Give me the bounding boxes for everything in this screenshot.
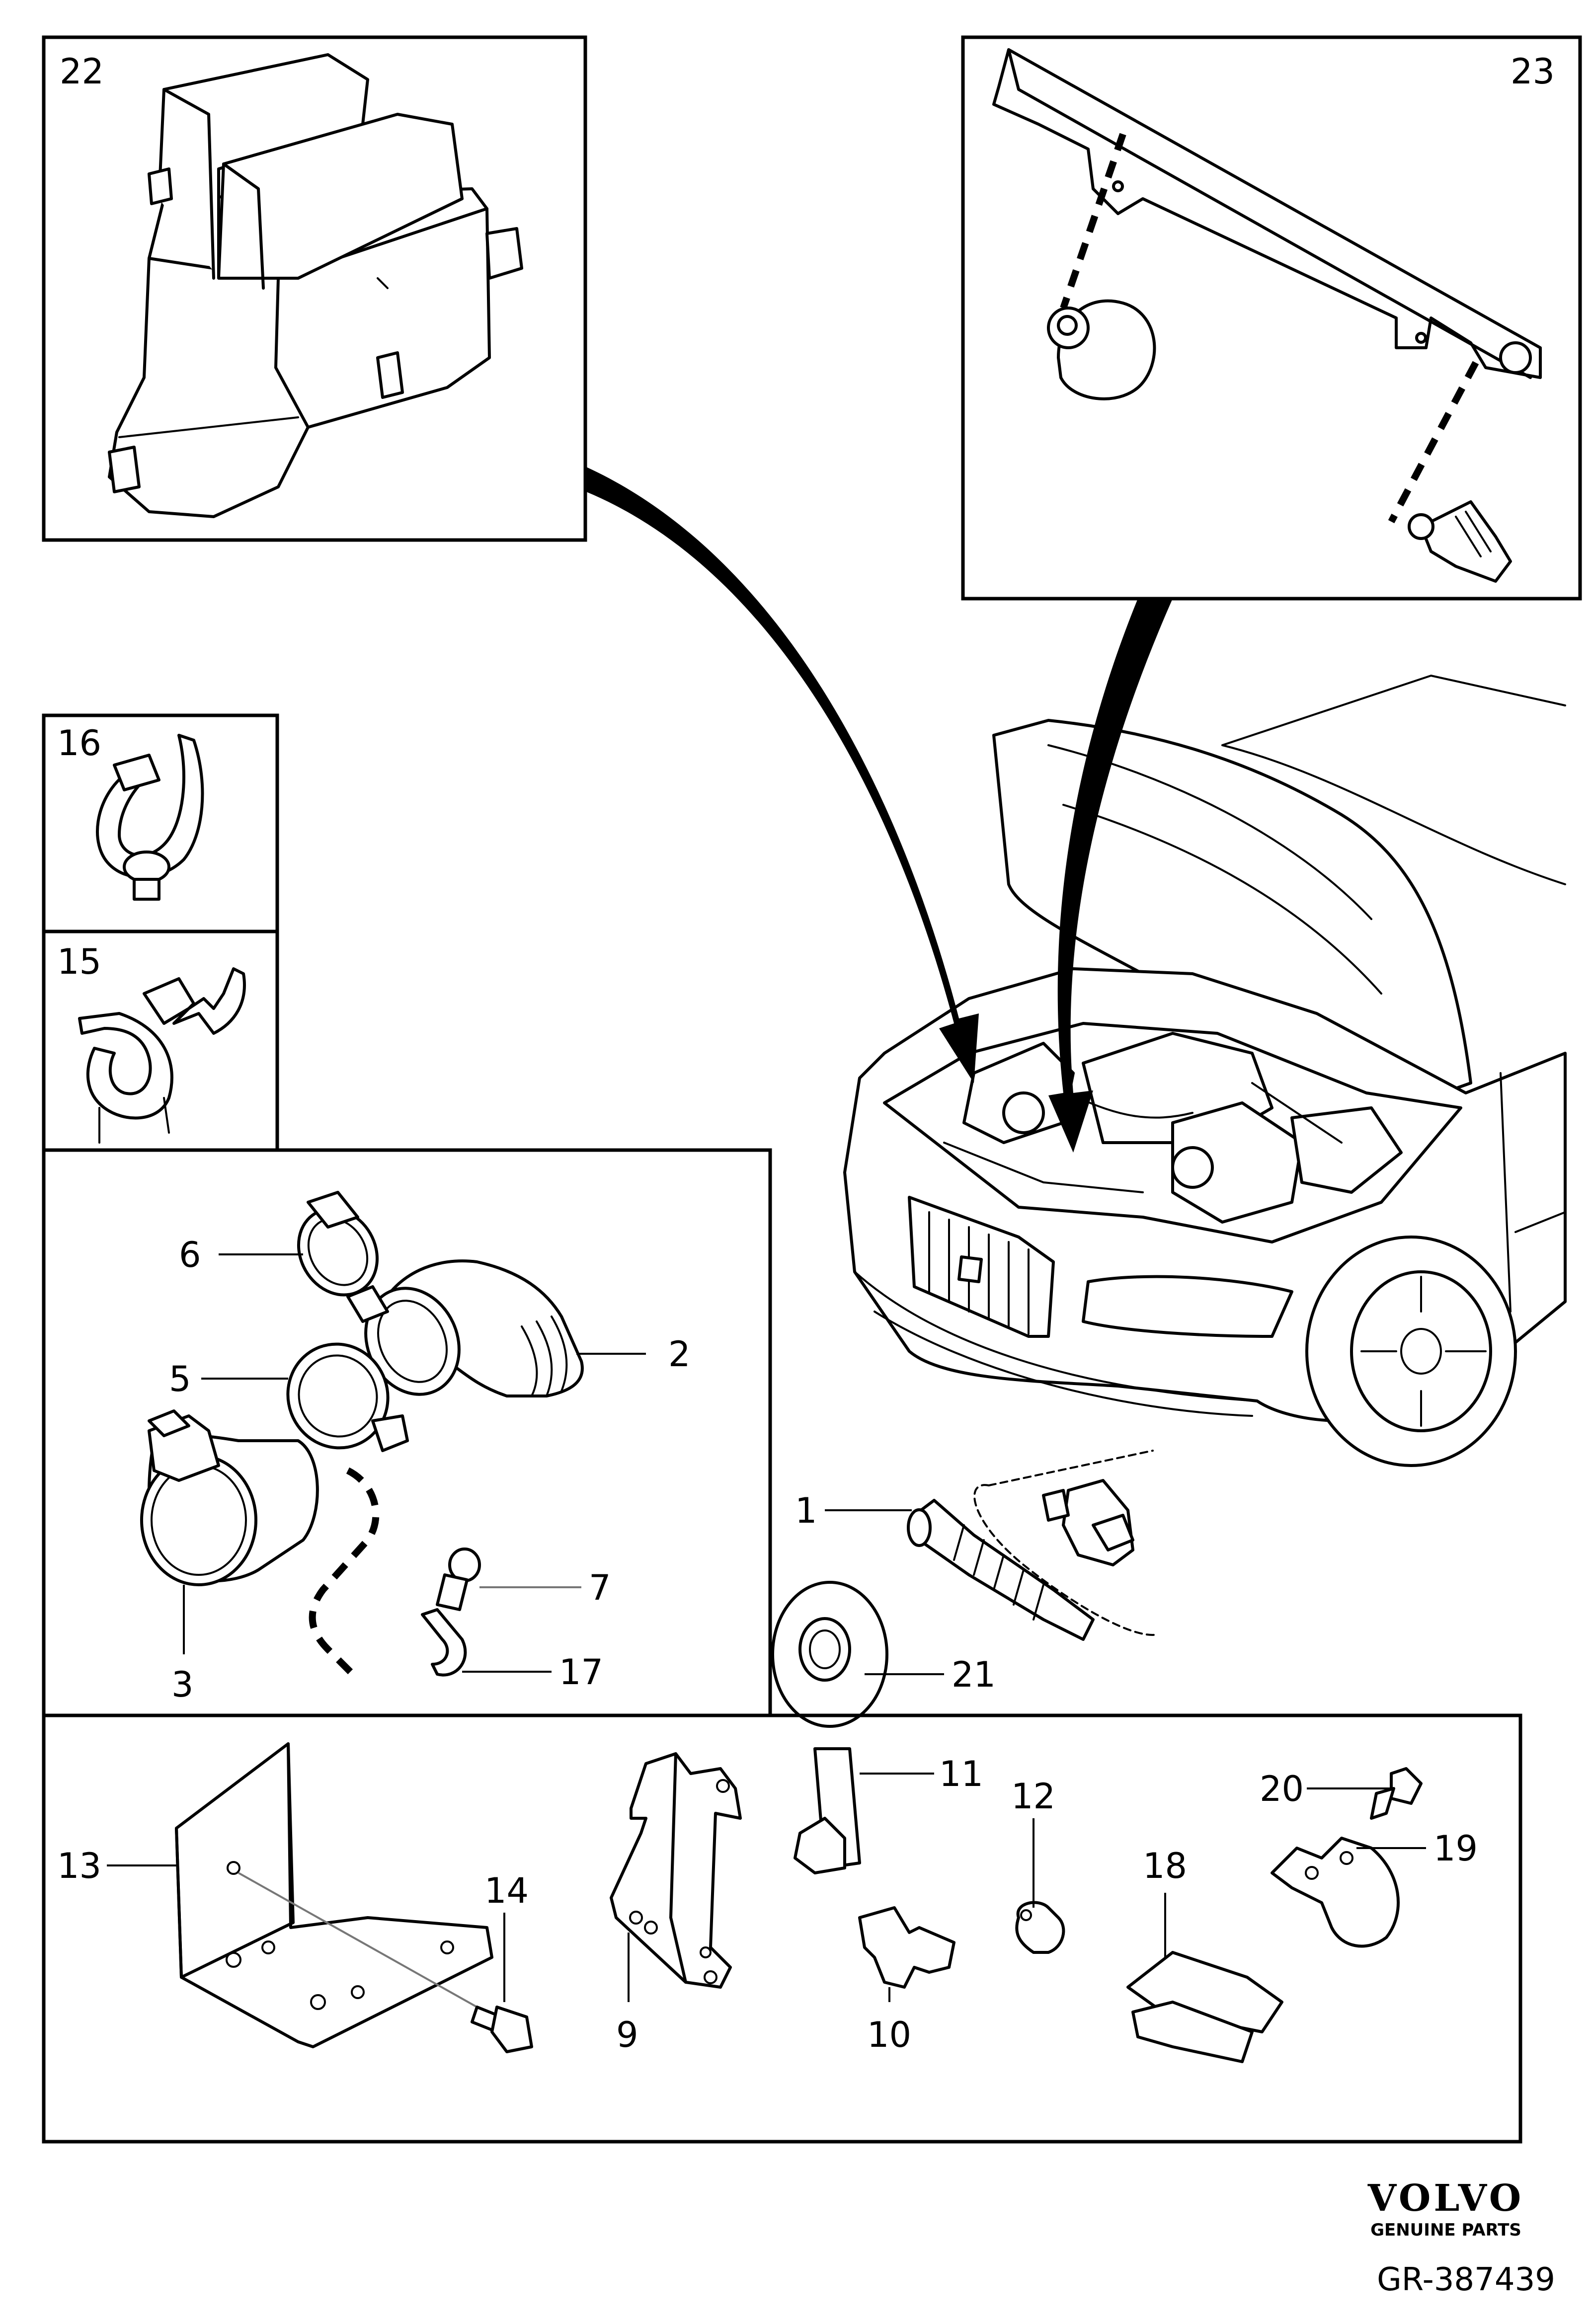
vehicle-illustration [843, 675, 1567, 1467]
callout-22: 22 [60, 51, 104, 92]
callout-11: 11 [939, 1754, 983, 1794]
callout-1: 1 [795, 1490, 817, 1531]
reference-code: GR-387439 [1377, 2261, 1555, 2298]
panel-22-air-cleaner: 22 [42, 35, 587, 542]
pipe-clip-15-part [78, 967, 246, 1144]
footer: VOLVO GENUINE PARTS GR-387439 [1367, 2177, 1555, 2298]
panel-intake-airflow: 6 2 5 3 7 17 [42, 1148, 772, 1717]
callout-7: 7 [589, 1567, 611, 1608]
callout-15: 15 [57, 941, 101, 982]
washer-21-part [771, 1581, 888, 1728]
callout-3: 3 [171, 1664, 194, 1705]
dashed-link-injector [1388, 361, 1479, 524]
air-cleaner-housing-part [108, 53, 523, 518]
callout-2: 2 [668, 1334, 691, 1375]
panel-23-fuel-rail: 23 [961, 35, 1582, 601]
sensor-group-1-21: 1 21 [771, 1450, 1159, 1728]
clip-17-part [421, 1608, 467, 1677]
mass-air-flow-sensor-3-part [140, 1409, 319, 1586]
panel-16-clip: 16 [42, 713, 279, 933]
bolt-20-part [1370, 1767, 1423, 1820]
callout-14: 14 [484, 1870, 529, 1911]
callout-5: 5 [169, 1359, 191, 1399]
pad-18-part [1126, 1951, 1283, 2063]
dashed-link-regulator [1060, 133, 1126, 310]
callout-16: 16 [57, 723, 101, 764]
callout-17: 17 [559, 1652, 603, 1693]
callout-12: 12 [1011, 1776, 1055, 1817]
callout-21: 21 [952, 1654, 996, 1695]
callout-19: 19 [1433, 1828, 1478, 1869]
hose-clamp-5-part [286, 1342, 409, 1452]
pipe-clip-16-part [96, 734, 204, 901]
callout-9: 9 [616, 2014, 638, 2055]
fuel-rail-part [992, 48, 1542, 379]
callout-6: 6 [179, 1235, 201, 1275]
brand-tagline: GENUINE PARTS [1370, 2220, 1521, 2240]
callout-23: 23 [1511, 51, 1555, 92]
clamp-12-part [1015, 1901, 1065, 1954]
callout-13: 13 [57, 1846, 101, 1886]
bolt-14-part [471, 2006, 533, 2053]
p-clamp-19-part [1271, 1837, 1400, 1948]
clip-10-part [858, 1906, 955, 1989]
panel-15-clip: 15 [42, 930, 279, 1152]
callout-18: 18 [1143, 1846, 1187, 1886]
screw-7-part [436, 1548, 481, 1611]
intake-elbow-2-part [346, 1259, 584, 1397]
callout-10: 10 [867, 2014, 911, 2055]
push-clip-11-part [794, 1747, 861, 1874]
fuel-injector-part [1408, 500, 1512, 583]
callout-20: 20 [1260, 1769, 1304, 1809]
dashed-link-bracket [309, 1467, 380, 1682]
pressure-regulator-part [1047, 299, 1156, 400]
panel-brackets-clips: 14 13 9 11 10 [42, 1713, 1522, 2144]
pointer-arrow-23 [1048, 599, 1173, 1153]
sensor-connector-part [1042, 1479, 1134, 1566]
bracket-9-part [610, 1752, 742, 1989]
hose-clamp-6-part [297, 1191, 379, 1297]
bracket-13-part [175, 1742, 493, 2048]
brand-name: VOLVO [1367, 2177, 1524, 2220]
temperature-sensor-1-part [907, 1499, 1095, 1641]
pointer-arrow-22 [586, 467, 979, 1083]
